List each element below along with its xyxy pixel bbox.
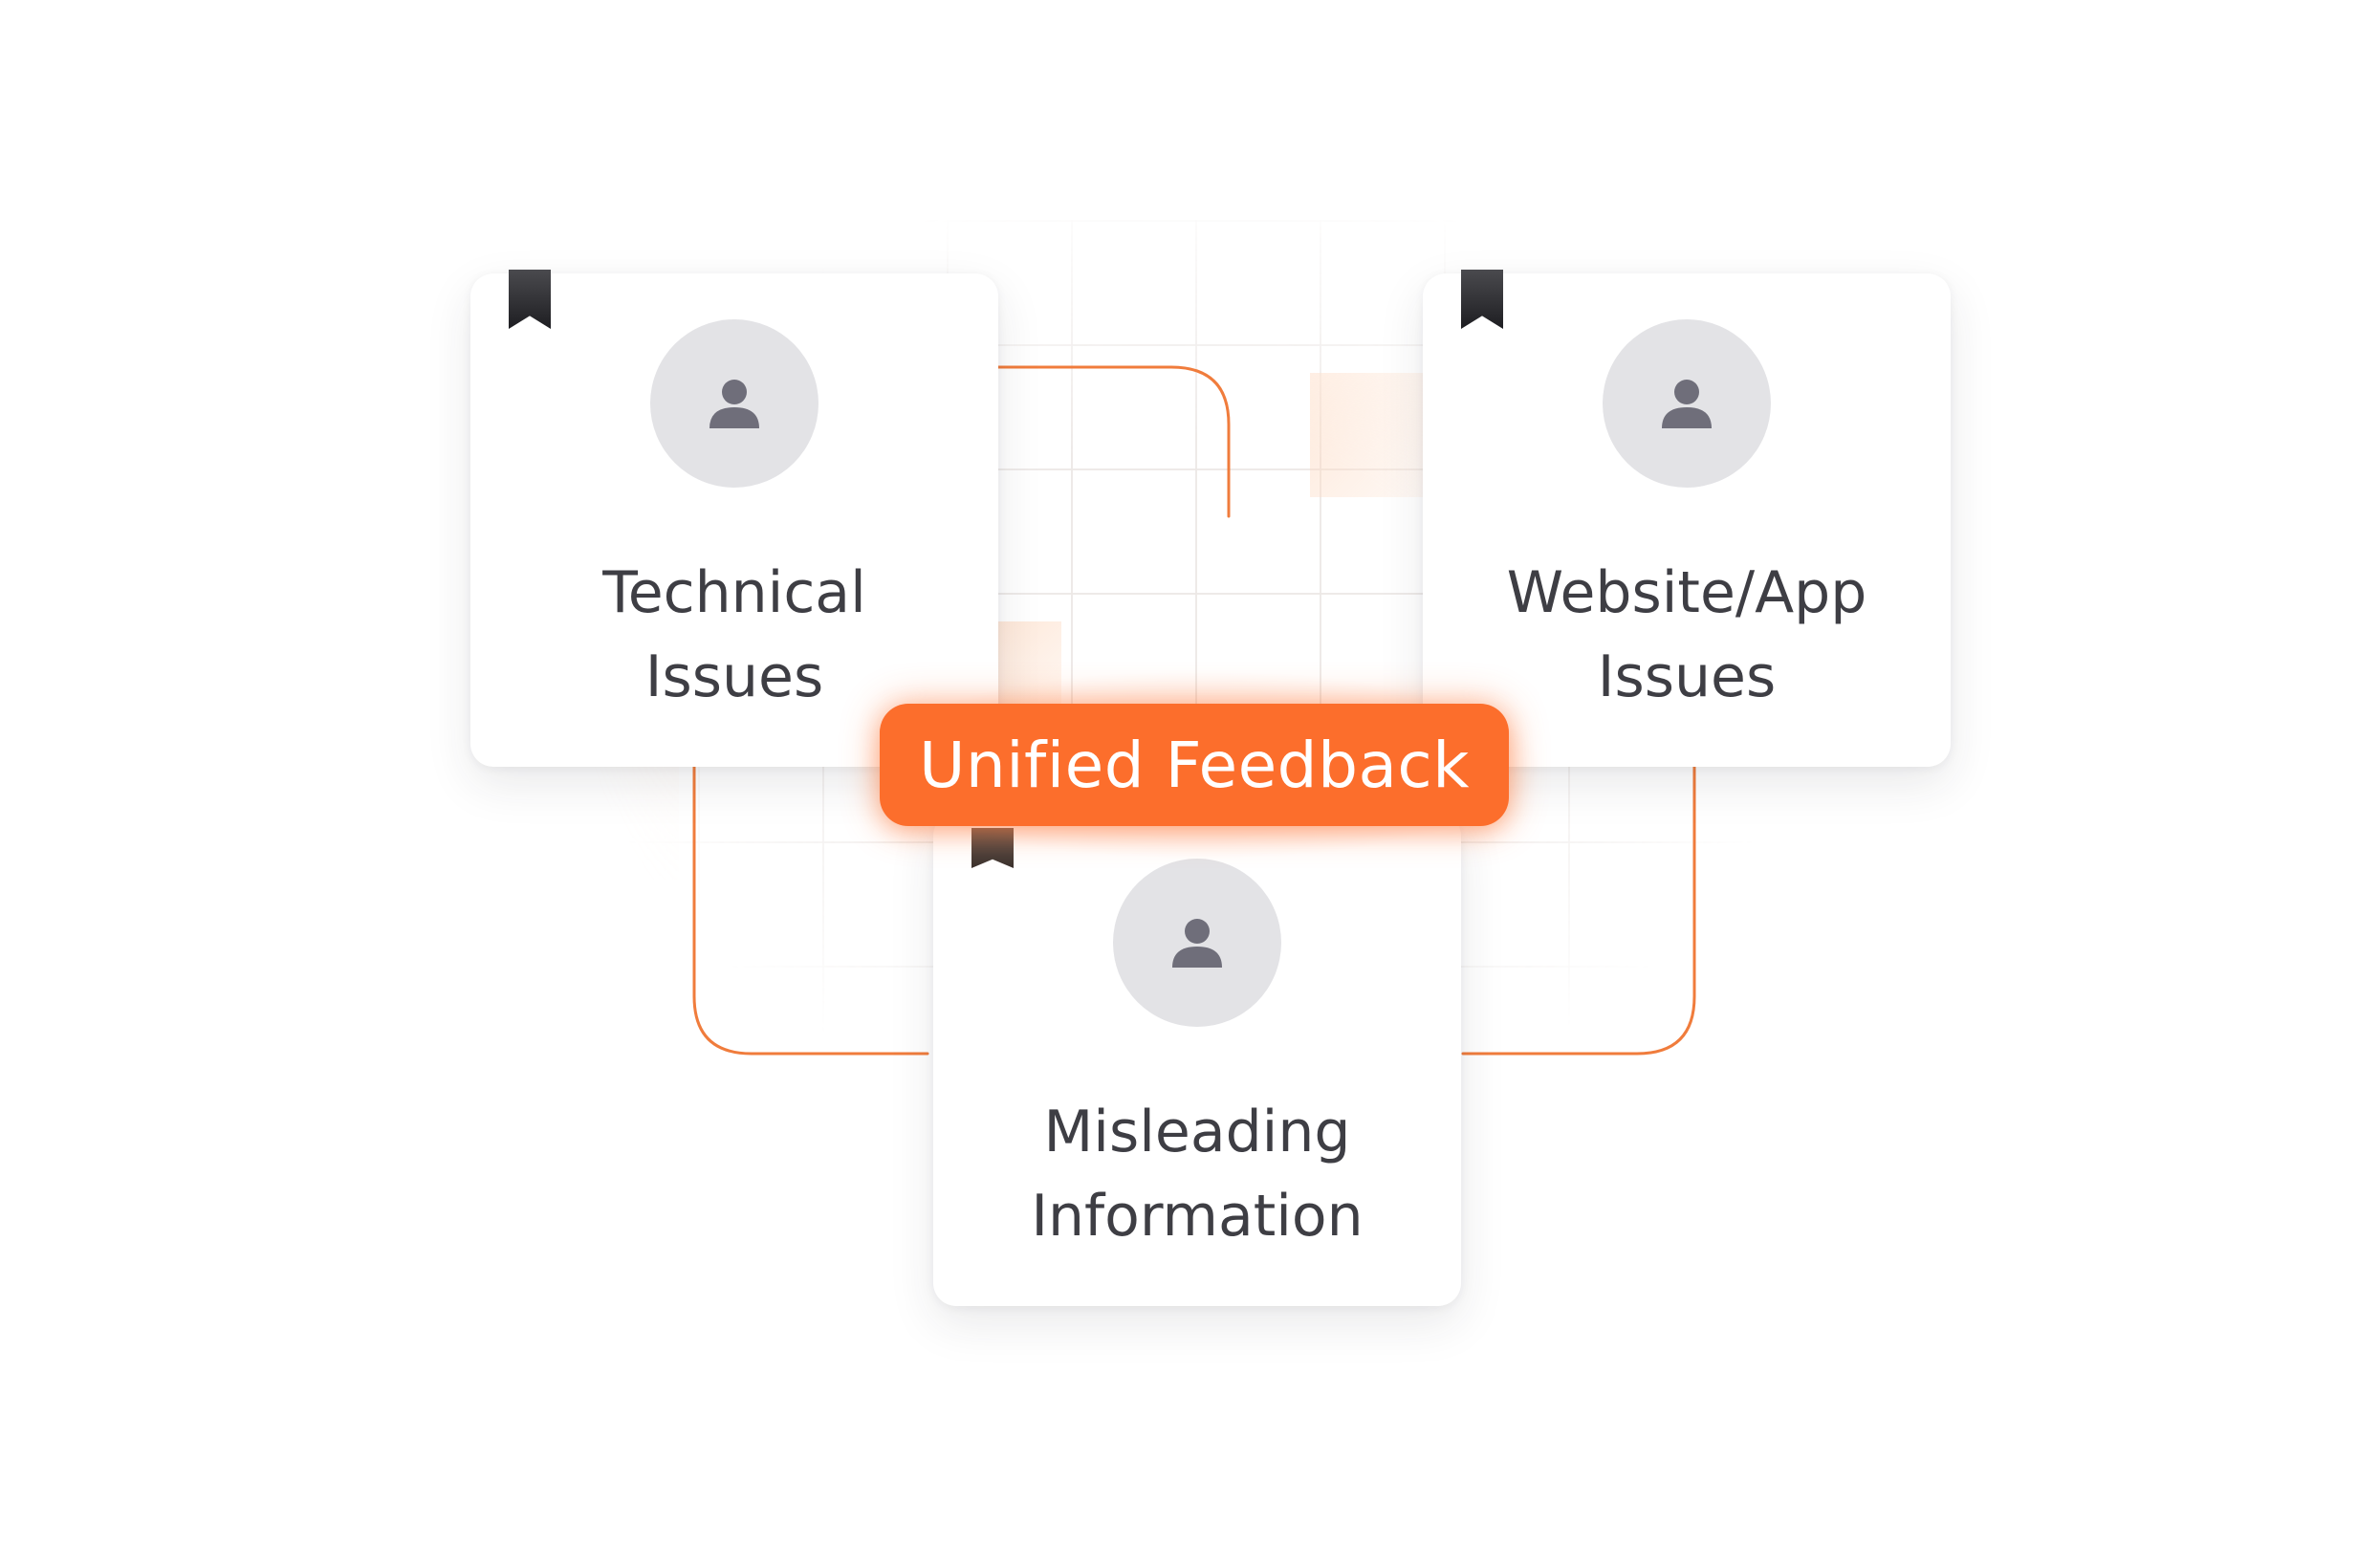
category-card-website-app-issues[interactable]: Website/App Issues <box>1423 270 1951 767</box>
card-label: Misleading Information <box>933 1090 1461 1258</box>
category-card-misleading-information[interactable]: Misleading Information <box>933 813 1461 1306</box>
bookmark-icon <box>1461 270 1503 329</box>
avatar <box>1113 859 1281 1027</box>
card-label-line: Issues <box>644 643 824 710</box>
bookmark-icon <box>509 270 551 329</box>
user-icon <box>1172 919 1222 968</box>
category-card-technical-issues[interactable]: Technical Issues <box>470 270 998 767</box>
card-label-line: Information <box>1031 1183 1364 1250</box>
card-label: Website/App Issues <box>1423 551 1951 719</box>
grid-highlight-tile <box>555 755 679 880</box>
grid-highlight-tile <box>994 621 1061 717</box>
card-label-line: Technical <box>602 559 866 626</box>
card-label-line: Misleading <box>1043 1099 1351 1165</box>
card-label: Technical Issues <box>470 551 998 719</box>
card-label-line: Issues <box>1597 643 1777 710</box>
card-label-line: Website/App <box>1506 559 1867 626</box>
connector-misleading-left <box>692 753 929 1056</box>
avatar <box>1603 319 1771 488</box>
connector-misleading-right <box>1461 753 1696 1056</box>
connector-technical-to-hub <box>993 365 1231 518</box>
user-icon <box>1662 380 1712 428</box>
avatar <box>650 319 818 488</box>
grid-highlight-tile <box>1310 373 1434 497</box>
unified-feedback-badge[interactable]: Unified Feedback <box>880 704 1509 826</box>
user-icon <box>709 380 759 428</box>
